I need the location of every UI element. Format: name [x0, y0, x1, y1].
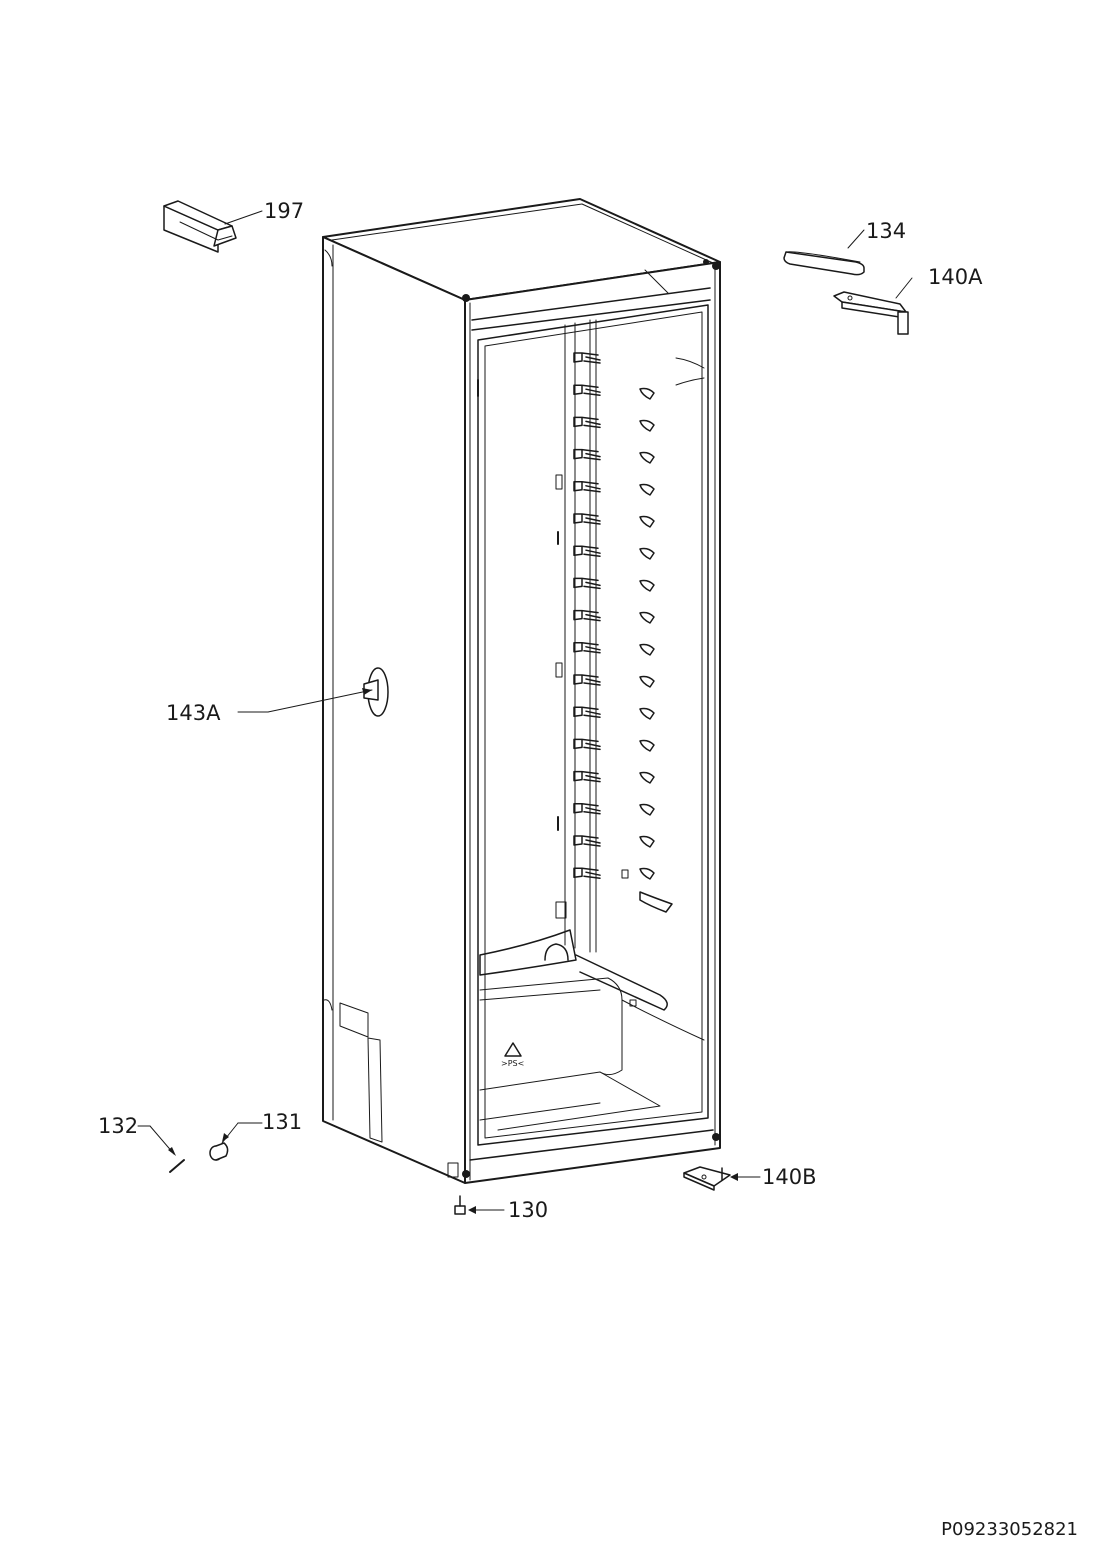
shelf-support-right — [639, 771, 655, 784]
shelf-support-right — [639, 515, 655, 528]
svg-text:>PS<: >PS< — [501, 1059, 524, 1068]
shelf-support-left — [573, 803, 601, 815]
cabinet-body — [322, 198, 721, 1184]
shelf-support-right — [639, 867, 655, 880]
shelf-support-right — [639, 579, 655, 592]
callout-132: 132 — [98, 1114, 138, 1138]
shelf-support-right — [639, 451, 655, 464]
shelf-support-left — [573, 352, 601, 364]
shelf-support-left — [573, 481, 601, 493]
shelf-support-left — [573, 448, 601, 461]
shelf-support-right — [639, 643, 655, 656]
shelf-support-right — [639, 611, 655, 624]
shelf-support-right — [639, 803, 655, 816]
recycle-icon: >PS< — [501, 1042, 524, 1068]
shelf-support-left — [573, 416, 601, 429]
shelf-support-right — [639, 419, 655, 432]
part-143a-plug — [237, 667, 389, 717]
callout-134: 134 — [866, 219, 906, 243]
callout-143a: 143A — [166, 701, 221, 725]
shelf-support-right — [639, 387, 655, 400]
shelf-support-right — [639, 483, 655, 496]
part-197-top-cover — [163, 200, 263, 253]
part-140b-bottom-hinge — [683, 1166, 761, 1191]
shelf-support-right — [639, 675, 655, 688]
shelf-support-left — [573, 609, 601, 622]
shelf-support-left — [573, 770, 601, 783]
callout-197: 197 — [264, 199, 304, 223]
shelf-supports-right — [639, 387, 655, 880]
shelf-support-left — [573, 642, 601, 654]
shelf-support-left — [573, 706, 601, 718]
part-134-hinge-cover — [783, 229, 865, 276]
crisper-area: >PS< — [479, 869, 705, 1131]
part-132-pin — [137, 1125, 185, 1173]
shelf-support-left — [573, 738, 601, 751]
shelf-support-left — [573, 674, 601, 686]
callout-131: 131 — [262, 1110, 302, 1134]
shelf-supports-left — [573, 352, 601, 879]
shelf-support-right — [639, 739, 655, 752]
part-140a-top-hinge — [833, 277, 913, 335]
shelf-support-left — [573, 384, 601, 396]
shelf-support-left — [573, 513, 601, 525]
part-130-foot — [454, 1195, 505, 1215]
callout-140b: 140B — [762, 1165, 817, 1189]
shelf-support-left — [573, 867, 601, 879]
shelf-support-left — [573, 545, 601, 557]
part-131-bushing — [209, 1122, 263, 1161]
shelf-support-left — [573, 577, 601, 590]
shelf-support-right — [639, 547, 655, 560]
shelf-support-right — [639, 835, 655, 848]
callout-140a: 140A — [928, 265, 983, 289]
shelf-support-left — [573, 835, 601, 847]
shelf-support-right — [639, 707, 655, 720]
callout-130: 130 — [508, 1198, 548, 1222]
drawing-reference: P09233052821 — [941, 1519, 1078, 1540]
